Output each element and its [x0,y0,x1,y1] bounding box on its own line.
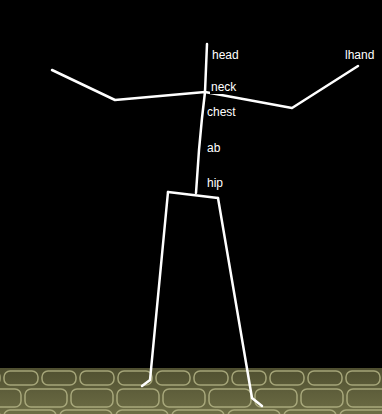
pelvis [168,192,218,198]
floor-tile [270,371,304,385]
floor-tile [346,371,380,385]
joint-label: hip [206,176,224,190]
stick-figure [52,44,358,406]
floor-tiles [0,371,382,414]
floor-tile [42,371,76,385]
floor-tile [4,371,38,385]
floor-tile [340,410,382,414]
right-leg [218,198,262,406]
floor-tile [172,410,224,414]
floor-tile [60,410,112,414]
floor-tile [25,389,67,407]
floor [0,368,382,414]
joint-label: chest [206,105,237,119]
floor-tile [80,371,114,385]
floor-tile [4,410,56,414]
floor-tile [194,371,228,385]
floor-tile [163,389,205,407]
joint-label: ab [206,141,221,155]
floor-tile [301,389,343,407]
arms [52,66,358,108]
floor-tile [284,410,336,414]
joint-label: head [211,48,240,62]
floor-tile [347,389,382,407]
joint-label: lhand [344,48,375,62]
floor-tile [209,389,251,407]
floor-tile [228,410,280,414]
floor-tile [116,410,168,414]
floor-tile [0,389,21,407]
joint-label: neck [210,80,237,94]
left-leg [142,192,168,386]
floor-tile [71,389,113,407]
floor-tile [117,389,159,407]
floor-tile [156,371,190,385]
floor-tile [308,371,342,385]
